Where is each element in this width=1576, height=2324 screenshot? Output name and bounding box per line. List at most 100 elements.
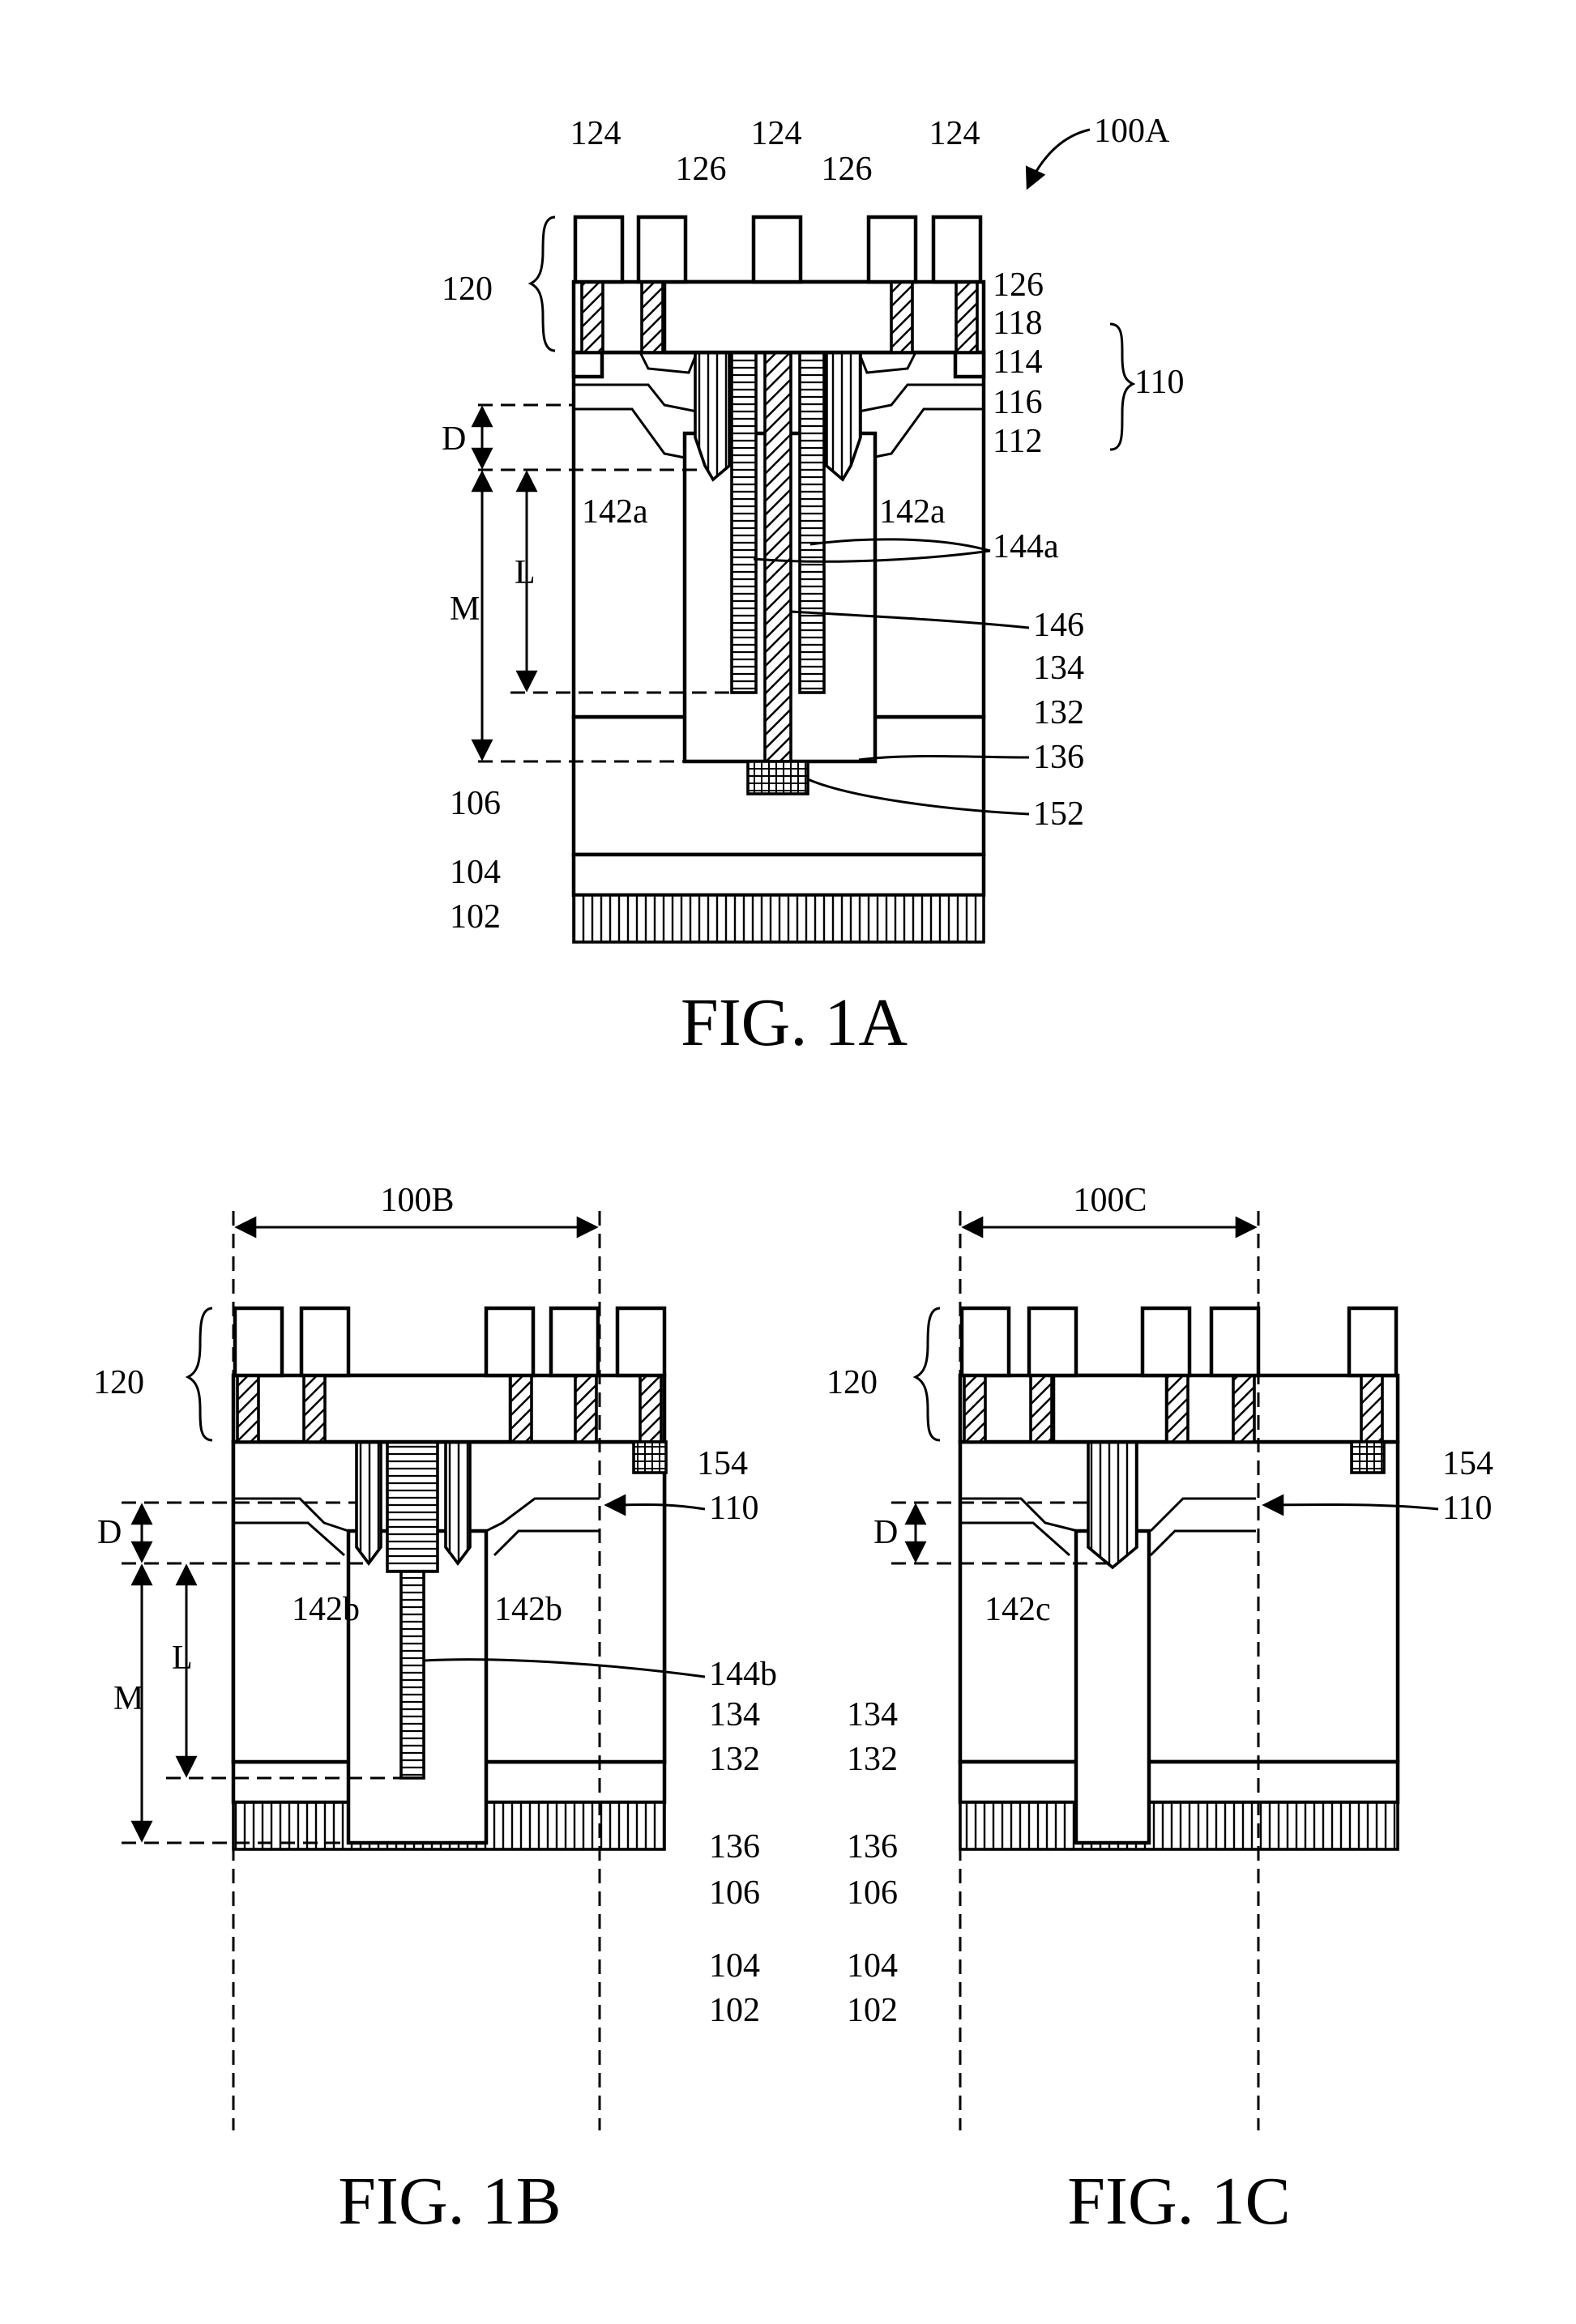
fig1c-pad-4 [1211, 1308, 1258, 1375]
fig1b-label-100B: 100B [380, 1182, 454, 1219]
fig1a-label-144a: 144a [993, 528, 1059, 565]
fig1a-label-136: 136 [1033, 739, 1084, 776]
fig1a-label-120: 120 [442, 271, 493, 308]
fig1c-label-132: 132 [847, 1741, 898, 1778]
fig1b-label-132: 132 [709, 1741, 760, 1778]
fig1c-label-106: 106 [847, 1874, 898, 1912]
fig1b-label-144b: 144b [709, 1656, 777, 1693]
caption-fig-1c: FIG. 1C [1067, 2164, 1290, 2239]
fig1a-label-126-1: 126 [676, 151, 727, 188]
fig1c-label-100C: 100C [1073, 1182, 1147, 1219]
fig1a-plate [664, 282, 895, 352]
fig1a-spacer-114-right [955, 352, 984, 377]
fig1a-label-110: 110 [1134, 364, 1184, 401]
fig1b-label-142b-left: 142b [292, 1591, 360, 1628]
fig1c-label-136: 136 [847, 1828, 898, 1866]
fig1c-pad-2 [1029, 1308, 1076, 1375]
fig1c-pad-3 [1142, 1308, 1189, 1375]
fig1c-pad-5 [1349, 1308, 1396, 1375]
fig1b-label-106: 106 [709, 1874, 760, 1912]
fig1a-via-126-3 [891, 282, 912, 352]
fig1b-pillar-142b-left [357, 1442, 381, 1563]
fig1a-label-112: 112 [993, 423, 1042, 460]
fig1b-brace-120 [188, 1308, 212, 1440]
fig1a-label-118: 118 [993, 305, 1042, 342]
fig1b-label-142b-right: 142b [494, 1591, 562, 1628]
figure-1b: 100B 120 154 110 D M L 142b 142b 144b 13… [93, 1182, 777, 2130]
fig1a-label-134: 134 [1033, 650, 1084, 687]
fig1a-brace-110 [1110, 324, 1133, 450]
fig1a-via-126-1 [582, 282, 603, 352]
fig1c-plate [1053, 1375, 1167, 1442]
fig1b-via-4 [575, 1375, 596, 1442]
fig1c-label-D: D [873, 1514, 898, 1551]
fig1a-label-126-2: 126 [822, 151, 873, 188]
fig1a-via-126-2 [642, 282, 663, 352]
fig1c-layer-104 [960, 1762, 1398, 1802]
fig1b-via-3 [510, 1375, 532, 1442]
caption-fig-1a: FIG. 1A [681, 985, 908, 1060]
fig1c-via-3 [1167, 1375, 1188, 1442]
fig1a-label-124-2: 124 [751, 115, 802, 152]
fig1a-label-100A: 100A [1094, 113, 1170, 150]
fig1a-pad-124-2 [639, 217, 685, 282]
fig1b-pad-4 [551, 1308, 598, 1375]
caption-fig-1b: FIG. 1B [338, 2164, 561, 2239]
fig1a-label-106: 106 [450, 785, 501, 822]
fig1a-label-116: 116 [993, 384, 1042, 421]
fig1b-contact-154 [634, 1442, 666, 1473]
figure-1a: 124 124 124 126 126 126 120 118 114 116 … [442, 113, 1184, 942]
fig1c-label-104: 104 [847, 1947, 898, 1985]
fig1b-label-L: L [172, 1640, 193, 1677]
fig1a-layer-104 [574, 855, 984, 895]
fig1c-label-142c: 142c [984, 1591, 1051, 1628]
fig1b-label-104: 104 [709, 1947, 760, 1985]
fig1a-leader-100A [1027, 130, 1090, 188]
fig1a-label-142a-left: 142a [582, 493, 648, 531]
fig1c-contact-154 [1352, 1442, 1384, 1473]
fig1b-label-120: 120 [93, 1364, 144, 1401]
fig1c-label-120: 120 [826, 1364, 878, 1401]
fig1a-label-124-1: 124 [570, 115, 621, 152]
fig1b-via-1 [237, 1375, 258, 1442]
fig1a-pad-124-4 [869, 217, 916, 282]
fig1b-label-D: D [97, 1514, 122, 1551]
fig1a-label-146: 146 [1033, 607, 1084, 644]
fig1c-via-5 [1361, 1375, 1382, 1442]
fig1b-pad-5 [617, 1308, 664, 1375]
fig1a-brace-120 [531, 217, 555, 351]
fig1c-trench-132 [1076, 1531, 1149, 1843]
fig1b-label-110: 110 [709, 1490, 758, 1527]
fig1a-pad-124-5 [933, 217, 980, 282]
fig1c-brace-120 [916, 1308, 940, 1440]
fig1b-pad-1 [235, 1308, 282, 1375]
fig1a-label-102: 102 [450, 898, 501, 936]
fig1c-pad-1 [962, 1308, 1009, 1375]
fig1a-label-152: 152 [1033, 795, 1084, 833]
fig1a-label-126-3: 126 [993, 267, 1044, 304]
fig1a-label-114: 114 [993, 343, 1042, 381]
fig1b-via-5 [640, 1375, 661, 1442]
fig1b-label-154: 154 [697, 1445, 748, 1482]
fig1a-conductor-144a-left [732, 352, 756, 693]
fig1a-label-D: D [442, 420, 466, 458]
fig1c-label-134: 134 [847, 1696, 898, 1733]
fig1b-label-102: 102 [709, 1992, 760, 2029]
fig1a-conductor-144a-right [800, 352, 824, 693]
fig1a-pad-124-1 [575, 217, 622, 282]
fig1b-pad-2 [301, 1308, 348, 1375]
fig1b-label-134: 134 [709, 1696, 760, 1733]
fig1a-pad-124-3 [754, 217, 801, 282]
fig1a-layer-102 [574, 895, 984, 942]
fig1a-label-124-3: 124 [929, 115, 980, 152]
fig1b-pad-3 [486, 1308, 533, 1375]
fig1b-label-M: M [113, 1680, 143, 1717]
fig1b-label-136: 136 [709, 1828, 760, 1866]
fig1a-label-132: 132 [1033, 694, 1084, 731]
fig1a-label-142a-right: 142a [879, 493, 946, 531]
figure-1c: 100C 120 154 110 D 142c 134 132 136 106 … [826, 1182, 1493, 2130]
fig1b-via-2 [304, 1375, 325, 1442]
fig1a-label-104: 104 [450, 854, 501, 891]
fig1b-conductor-144b-stem [401, 1571, 424, 1778]
